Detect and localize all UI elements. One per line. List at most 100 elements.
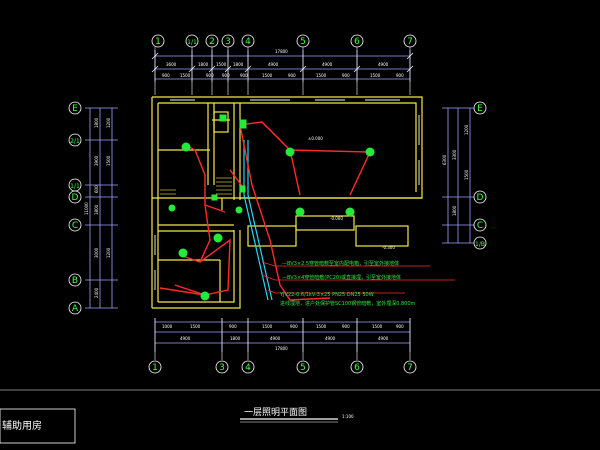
svg-text:900: 900 [222, 73, 230, 78]
axis-bubble-circle [473, 218, 487, 232]
axis-bubble-circle [473, 101, 487, 115]
axis-bubble-label: 4 [245, 37, 251, 47]
annotation-leaders [261, 261, 455, 294]
svg-text:1200: 1200 [106, 117, 111, 128]
axis-left-3: D [68, 190, 82, 204]
axis-top-0: 1 [151, 34, 165, 48]
axis-bubble-circle [403, 34, 417, 48]
axis-left-2: 1/1 [68, 178, 82, 192]
svg-text:1500: 1500 [216, 62, 227, 67]
axis-bubble-circle [403, 360, 417, 374]
axis-bubble-circle [68, 101, 82, 115]
axis-bubble-circle [148, 360, 162, 374]
axis-bottom-2: 4 [241, 360, 255, 374]
axis-right-2: C [473, 218, 487, 232]
axis-bubble-circle [350, 34, 364, 48]
axis-bottom-1: 3 [215, 360, 229, 374]
drawing-title: 一层照明平面图 [244, 407, 307, 418]
axis-right-1: D [473, 190, 487, 204]
axis-bubble-label: 1/1 [187, 39, 197, 46]
axis-bubble-circle [185, 34, 199, 48]
axis-top-1: 1/1 [185, 34, 199, 48]
svg-text:4900: 4900 [180, 336, 191, 341]
axis-bubble-circle [68, 133, 82, 147]
annotation-line-1: —BV3×2.5穿管暗敷至室内配电箱，引至室外接地体 [282, 260, 399, 267]
svg-text:900: 900 [288, 73, 296, 78]
axis-bubble-circle [68, 301, 82, 315]
stairs [160, 177, 232, 199]
svg-text:4900: 4900 [378, 336, 389, 341]
walls [151, 96, 423, 309]
axis-left-0: E [68, 101, 82, 115]
svg-text:4900: 4900 [378, 62, 389, 67]
axis-left-4: C [68, 218, 82, 232]
svg-text:1500: 1500 [316, 73, 327, 78]
svg-text:1200: 1200 [106, 247, 111, 258]
svg-text:3000: 3000 [94, 247, 99, 258]
axis-bubble-circle [151, 34, 165, 48]
axis-bubble-label: B [72, 276, 78, 286]
svg-text:1500: 1500 [372, 324, 383, 329]
axis-bubble-circle [68, 190, 82, 204]
svg-text:900: 900 [240, 73, 248, 78]
svg-text:900: 900 [342, 324, 350, 329]
drawing-title-group: 一层照明平面图 1:100 [240, 407, 354, 423]
level-mid: -0.000 [330, 216, 343, 221]
axis-bubble-circle [241, 360, 255, 374]
axis-bubble-label: 3 [219, 363, 225, 373]
axis-right-3: 1/B [473, 236, 487, 250]
axis-bubble-label: 5 [300, 37, 306, 47]
annotation-line-4: 进线埋地，进户处保护管SC100钢管暗敷，室外埋深0.800m [280, 300, 416, 307]
svg-text:1800: 1800 [233, 62, 244, 67]
annotations: —BV3×2.5穿管暗敷至室内配电箱，引至室外接地体 —BV3×4穿管暗敷(PC… [279, 260, 416, 307]
axis-bubble-circle [241, 34, 255, 48]
axis-bottom-4: 6 [350, 360, 364, 374]
svg-text:1800: 1800 [94, 117, 99, 128]
axis-top-2: 2 [205, 34, 219, 48]
windows [154, 99, 420, 290]
svg-text:3900: 3900 [94, 155, 99, 166]
svg-text:1500: 1500 [316, 324, 327, 329]
axis-bubble-label: 3 [225, 37, 231, 47]
axis-bubble-label: 5 [300, 363, 306, 373]
svg-text:6300: 6300 [442, 154, 447, 165]
axis-bubble-label: C [477, 221, 483, 231]
svg-text:1200: 1200 [464, 124, 469, 135]
axis-bubble-label: 2 [209, 37, 215, 47]
svg-text:900: 900 [396, 73, 404, 78]
right-dimension-chain [442, 107, 475, 244]
svg-text:600: 600 [94, 185, 99, 193]
title-block-label: 辅助用房 [2, 419, 42, 432]
axis-bubble-label: 7 [407, 37, 413, 47]
axis-left-1: 2/1 [68, 133, 82, 147]
axis-bubble-circle [473, 236, 487, 250]
axis-left-6: A [68, 301, 82, 315]
left-dimension-numbers: 11000 1800 3900 600 1800 3000 2400 1200 … [84, 117, 111, 298]
svg-text:3600: 3600 [166, 62, 177, 67]
axis-bubble-label: 1 [155, 37, 161, 47]
annotation-line-2: —BV3×4穿管暗敷(PC20)或直接埋，引至室外接地体 [282, 274, 401, 281]
svg-text:4900: 4900 [268, 62, 279, 67]
drawing-scale: 1:100 [342, 414, 354, 419]
axis-bottom-3: 5 [296, 360, 310, 374]
svg-text:900: 900 [206, 73, 214, 78]
axis-bubble-label: A [72, 304, 79, 314]
svg-text:1500: 1500 [370, 73, 381, 78]
svg-text:2400: 2400 [94, 287, 99, 298]
svg-text:900: 900 [229, 324, 237, 329]
axis-bubble-label: 1/1 [70, 183, 80, 190]
axis-bubble-label: E [72, 104, 78, 114]
level-lower: -0.300 [382, 245, 395, 250]
axis-top-7: 7 [403, 34, 417, 48]
axis-bubble-label: D [477, 193, 484, 203]
svg-text:1500: 1500 [180, 73, 191, 78]
axis-bubble-circle [350, 360, 364, 374]
svg-text:17800: 17800 [275, 49, 288, 54]
annotation-line-3: YJV22-0.6/1kV-3×25 PN25 DN25 50W [279, 292, 374, 298]
right-dimension-numbers: 6300 3300 1800 1200 1500 [442, 124, 469, 216]
axis-bubble-label: 2/1 [70, 138, 80, 145]
